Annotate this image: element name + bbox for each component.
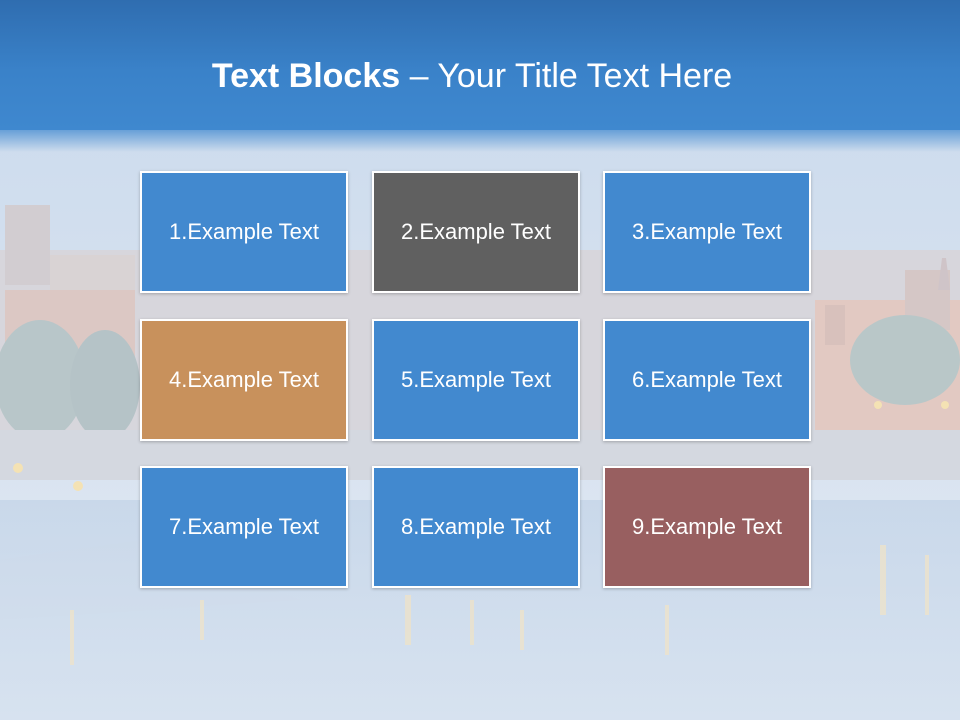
text-block-3[interactable]: 3.Example Text	[603, 171, 811, 293]
text-block-5[interactable]: 5.Example Text	[372, 319, 580, 441]
text-block-1[interactable]: 1.Example Text	[140, 171, 348, 293]
text-block-4[interactable]: 4.Example Text	[140, 319, 348, 441]
text-block-7[interactable]: 7.Example Text	[140, 466, 348, 588]
text-block-8[interactable]: 8.Example Text	[372, 466, 580, 588]
header-band	[0, 0, 960, 130]
slide-title: Text Blocks – Your Title Text Here	[0, 54, 944, 98]
title-separator: –	[400, 57, 438, 95]
text-block-2[interactable]: 2.Example Text	[372, 171, 580, 293]
text-block-6[interactable]: 6.Example Text	[603, 319, 811, 441]
text-block-9[interactable]: 9.Example Text	[603, 466, 811, 588]
header-fade	[0, 126, 960, 152]
title-bold-text: Text Blocks	[211, 57, 401, 95]
title-rest-text: Your Title Text Here	[437, 57, 733, 95]
